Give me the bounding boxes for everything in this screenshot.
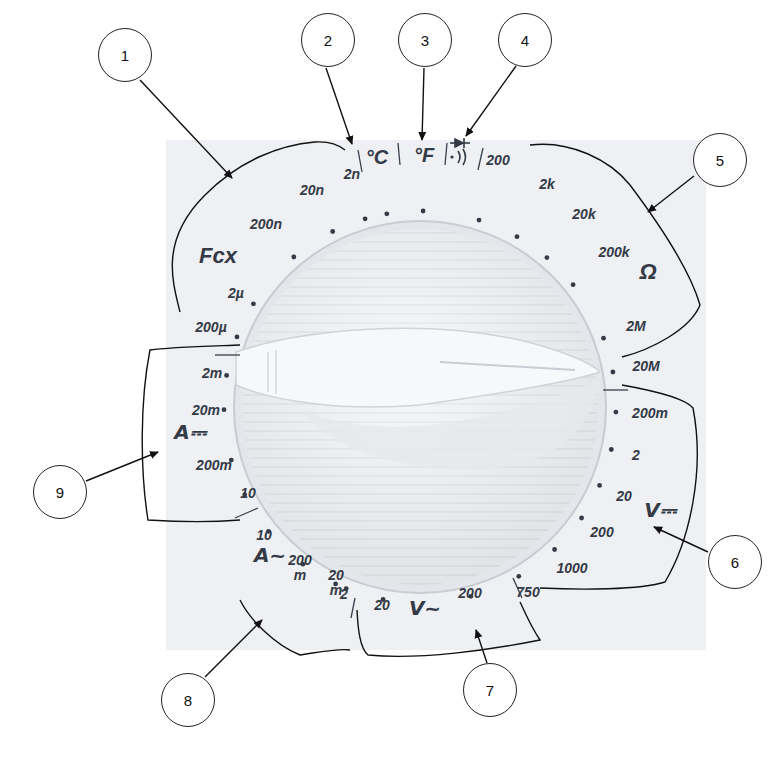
range-label: Ω: [639, 261, 656, 283]
range-label: 2m: [202, 366, 222, 380]
range-label: 200n: [250, 217, 282, 231]
range-label: 200µ: [195, 320, 226, 334]
callout-circle: 2: [301, 13, 355, 67]
range-label: 20M: [632, 359, 659, 373]
range-label: 10: [240, 486, 256, 500]
range-label: 200 m: [287, 553, 313, 582]
diode-continuity-symbol: [450, 138, 470, 165]
callout-number: 3: [421, 32, 429, 49]
range-label: 20n: [300, 183, 324, 197]
callout-circle: 4: [498, 13, 552, 67]
callout-number: 8: [184, 692, 192, 709]
range-dot: [516, 574, 521, 579]
range-dot: [291, 255, 296, 260]
range-dot: [601, 336, 606, 341]
range-label: 20m: [192, 403, 220, 417]
callout-number: 4: [521, 32, 529, 49]
range-label: V~: [409, 598, 441, 618]
range-label: 200: [590, 525, 613, 539]
range-dot: [515, 234, 520, 239]
range-label: V⎓: [644, 500, 675, 520]
range-label: 2n: [344, 167, 360, 181]
panel: [166, 140, 706, 650]
range-dot: [421, 209, 426, 214]
callout-circle: 1: [98, 28, 152, 82]
range-label: Fcx: [199, 245, 237, 267]
range-label: °F: [414, 145, 434, 165]
range-dot: [609, 447, 614, 452]
range-label: 2M: [626, 319, 645, 333]
range-dot: [330, 229, 335, 234]
callout-number: 9: [56, 484, 64, 501]
range-label: 2: [632, 448, 640, 462]
range-dot: [224, 373, 229, 378]
range-label: °C: [366, 147, 388, 167]
range-dot: [235, 335, 240, 340]
callout-number: 2: [324, 32, 332, 49]
range-dot: [251, 301, 256, 306]
range-label: 10: [256, 528, 272, 542]
leader-lines: [86, 66, 708, 677]
range-dot: [384, 211, 389, 216]
range-dots: [222, 209, 619, 602]
range-dot: [545, 255, 550, 260]
range-dot: [552, 547, 557, 552]
range-brackets: [142, 142, 700, 656]
range-label: 2k: [539, 177, 555, 191]
callout-circle: 8: [161, 673, 215, 727]
callout-circle: 9: [33, 465, 87, 519]
range-label: 20: [374, 598, 390, 612]
range-label: 2µ: [228, 286, 244, 300]
callout-circle: 5: [693, 133, 747, 187]
range-label: 20 m: [323, 568, 349, 597]
range-label: 200: [458, 586, 481, 600]
callout-circle: 6: [708, 535, 762, 589]
range-label: 200m: [632, 406, 668, 420]
callout-number: 6: [731, 554, 739, 571]
range-dot: [611, 370, 616, 375]
range-label: 20k: [572, 207, 595, 221]
range-dot: [477, 218, 482, 223]
knob-rim: [234, 221, 606, 593]
callout-number: 5: [716, 152, 724, 169]
range-label: 200k: [598, 245, 629, 259]
callout-circle: 3: [398, 13, 452, 67]
section-dividers: [215, 143, 628, 618]
range-label: 750: [516, 585, 539, 599]
range-label: 200: [486, 153, 509, 167]
range-dot: [614, 410, 619, 415]
callout-circle: 7: [463, 663, 517, 717]
knob-pointer: [236, 328, 600, 407]
callout-number: 7: [486, 682, 494, 699]
range-dot: [597, 483, 602, 488]
range-dot: [222, 407, 227, 412]
range-dot: [571, 282, 576, 287]
callout-number: 1: [121, 47, 129, 64]
range-label: 1000: [556, 561, 587, 575]
range-dot: [363, 216, 368, 221]
range-dot: [579, 516, 584, 521]
range-label: A⎓: [174, 422, 205, 442]
range-label: 200m: [196, 458, 232, 472]
range-label: A~: [254, 545, 286, 565]
range-label: 20: [616, 489, 632, 503]
